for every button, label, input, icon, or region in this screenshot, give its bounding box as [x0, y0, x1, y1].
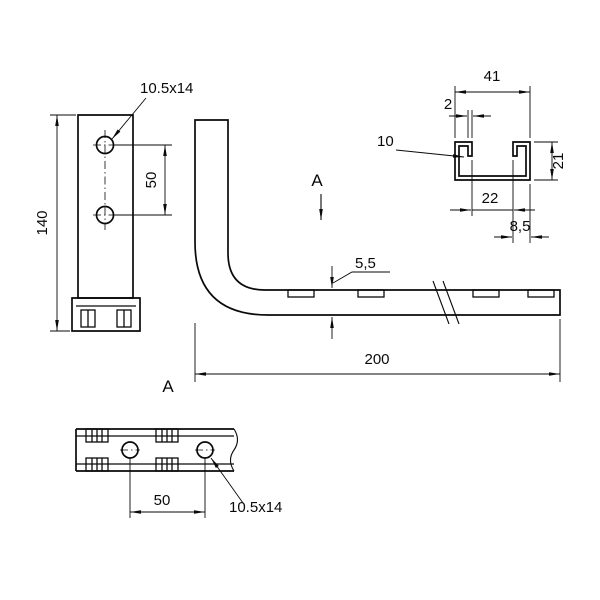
channel-profile-outline — [454, 141, 531, 181]
section-arrow: A — [311, 171, 323, 220]
dim-length-200: 200 — [194, 319, 561, 382]
break-lines — [432, 280, 460, 325]
front-view: 10.5x14 140 50 — [34, 80, 193, 332]
foot-lip-hatch — [87, 310, 125, 327]
ext-lines — [114, 144, 172, 216]
dim-flange-8-5: 8,5 — [494, 184, 549, 243]
dim-height-text: 140 — [34, 210, 51, 235]
dim-spacing-text: 50 — [154, 492, 171, 509]
strip-outline — [75, 428, 234, 472]
dim-opening-text: 22 — [482, 190, 499, 207]
dim-width-41: 41 — [454, 68, 531, 138]
dim-width-text: 41 — [484, 68, 501, 85]
front-hole-label: 10.5x14 — [140, 80, 193, 97]
hole-cross-centerlines — [93, 144, 117, 216]
slot — [472, 289, 500, 298]
dim-material-thickness-2: 2 — [444, 96, 491, 138]
ext-lines — [471, 160, 514, 216]
bottom-hole-label: 10.5x14 — [229, 499, 282, 516]
dim-material-text: 2 — [444, 96, 452, 113]
leader-line — [395, 149, 465, 158]
foot-outline — [71, 297, 141, 332]
dim-spacing-text: 50 — [143, 172, 160, 189]
comb-hatch — [91, 429, 103, 471]
slot — [287, 289, 315, 298]
dim-thickness-5-5: 5,5 — [330, 255, 390, 339]
bottom-hole-leader — [210, 457, 244, 504]
dim-hole-spacing-50-bottom: 50 — [129, 458, 206, 518]
dim-thickness-text: 5,5 — [355, 255, 376, 272]
comb-hatch — [161, 429, 173, 471]
ext-lines — [129, 458, 206, 518]
strip-inner-lines — [76, 435, 234, 465]
side-view: A 5,5 200 — [194, 119, 561, 382]
dim-length-text: 200 — [364, 351, 389, 368]
ext-lines — [194, 319, 561, 382]
leader-line — [332, 271, 390, 284]
front-hole-leader — [111, 97, 147, 140]
dim-lip-10: 10 — [377, 133, 465, 158]
bottom-view-a: A 50 10.5x14 — [75, 377, 282, 518]
section-arrow-label: A — [311, 171, 323, 190]
slot — [357, 289, 385, 298]
bracket-outline — [194, 119, 561, 316]
dim-flange-text: 8,5 — [510, 218, 531, 235]
ext-lines — [534, 141, 558, 181]
ext-lines — [454, 86, 531, 138]
dim-height-140: 140 — [34, 114, 76, 332]
slot-comb-left — [85, 428, 109, 472]
arm-slots — [287, 289, 555, 298]
profile-detail-view: 41 2 10 21 22 — [377, 68, 567, 243]
slot — [527, 289, 555, 298]
dim-height-text: 21 — [550, 153, 567, 170]
slot-comb-right — [155, 428, 179, 472]
dim-hole-spacing-50: 50 — [114, 144, 172, 216]
view-a-label: A — [162, 377, 174, 396]
dim-height-21: 21 — [534, 141, 567, 181]
strip-break-line — [229, 428, 239, 472]
ext-lines — [50, 114, 76, 332]
ext-lines — [467, 110, 473, 138]
ext-lines — [512, 184, 531, 243]
dim-opening-22: 22 — [450, 160, 535, 216]
dim-lip-text: 10 — [377, 133, 394, 150]
